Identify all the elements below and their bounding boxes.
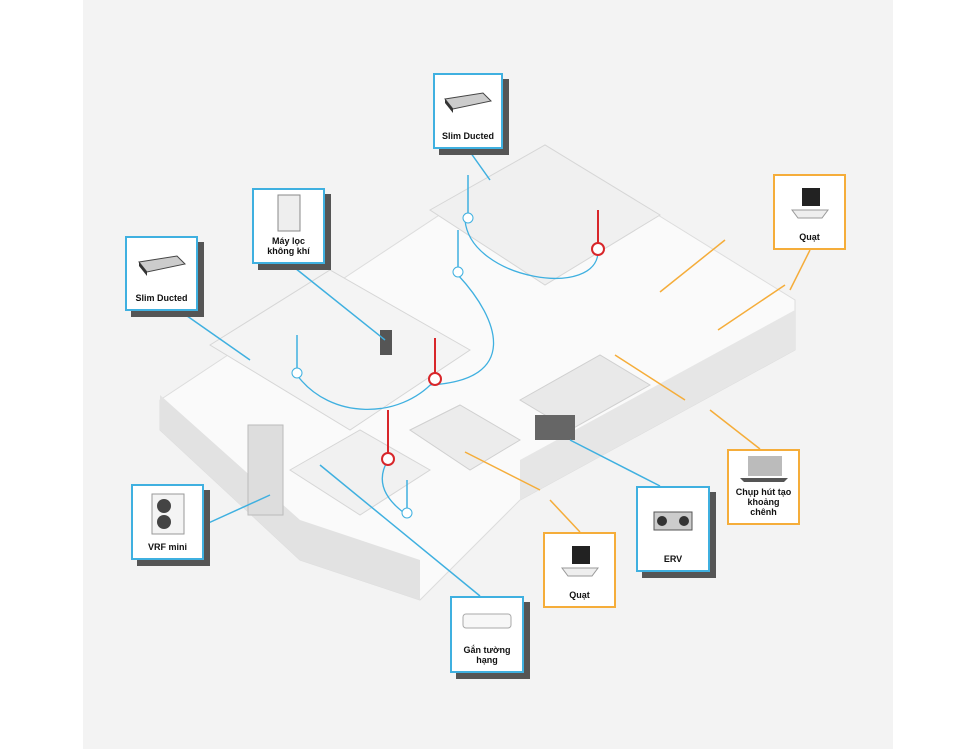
callout-label: VRF mini [147,542,187,552]
erv-model [535,415,575,440]
building-wall-right [520,310,795,500]
room-bath [409,404,521,471]
callout-label: ERV [663,554,683,564]
callout-wall-mounted[interactable]: Gắn tường hạng [450,596,524,673]
callout-label: Chụp hút tạo khoảng chênh [735,487,792,517]
callout-fan-bottom[interactable]: Quạt [543,532,616,608]
callout-slim-ducted-top[interactable]: Slim Ducted [433,73,503,149]
callout-range-hood[interactable]: Chụp hút tạo khoảng chênh [727,449,800,525]
supply-arrows [296,175,469,508]
callout-label: Slim Ducted [441,131,494,141]
callout-label: Quạt [799,232,820,242]
callout-air-purifier[interactable]: Máy lọc không khí [252,188,325,264]
air-purifier-icon [277,194,300,232]
wall-ac-icon [462,613,512,628]
outdoor-unit-icon [151,493,184,535]
ducted-unit-icon [137,254,186,276]
leader-lines-blue [179,148,661,597]
callout-slim-ducted-left[interactable]: Slim Ducted [125,236,198,311]
room-living [209,269,471,431]
outdoor-unit-model [247,424,284,516]
exhaust-ducts [464,239,786,491]
erv-unit-icon [653,511,693,531]
callout-label: Máy lọc không khí [267,236,310,256]
vent-markers [291,212,605,519]
leader-lines-orange [549,249,811,533]
ducted-unit-icon [444,92,493,113]
range-hood-icon [739,456,788,482]
callout-fan-right[interactable]: Quạt [773,174,846,250]
ceiling-fan-icon [790,188,829,219]
callout-erv[interactable]: ERV [636,486,710,572]
callout-label: Slim Ducted [135,293,188,303]
callout-label: Quạt [569,590,590,600]
ceiling-fan-icon [560,546,599,577]
callout-label: Gắn tường hạng [463,645,511,665]
exhaust-arrows [387,210,599,455]
callout-vrf-mini[interactable]: VRF mini [131,484,204,560]
building-wall-front [160,395,420,600]
room-bed2 [289,429,431,516]
purifier-model [380,330,392,355]
